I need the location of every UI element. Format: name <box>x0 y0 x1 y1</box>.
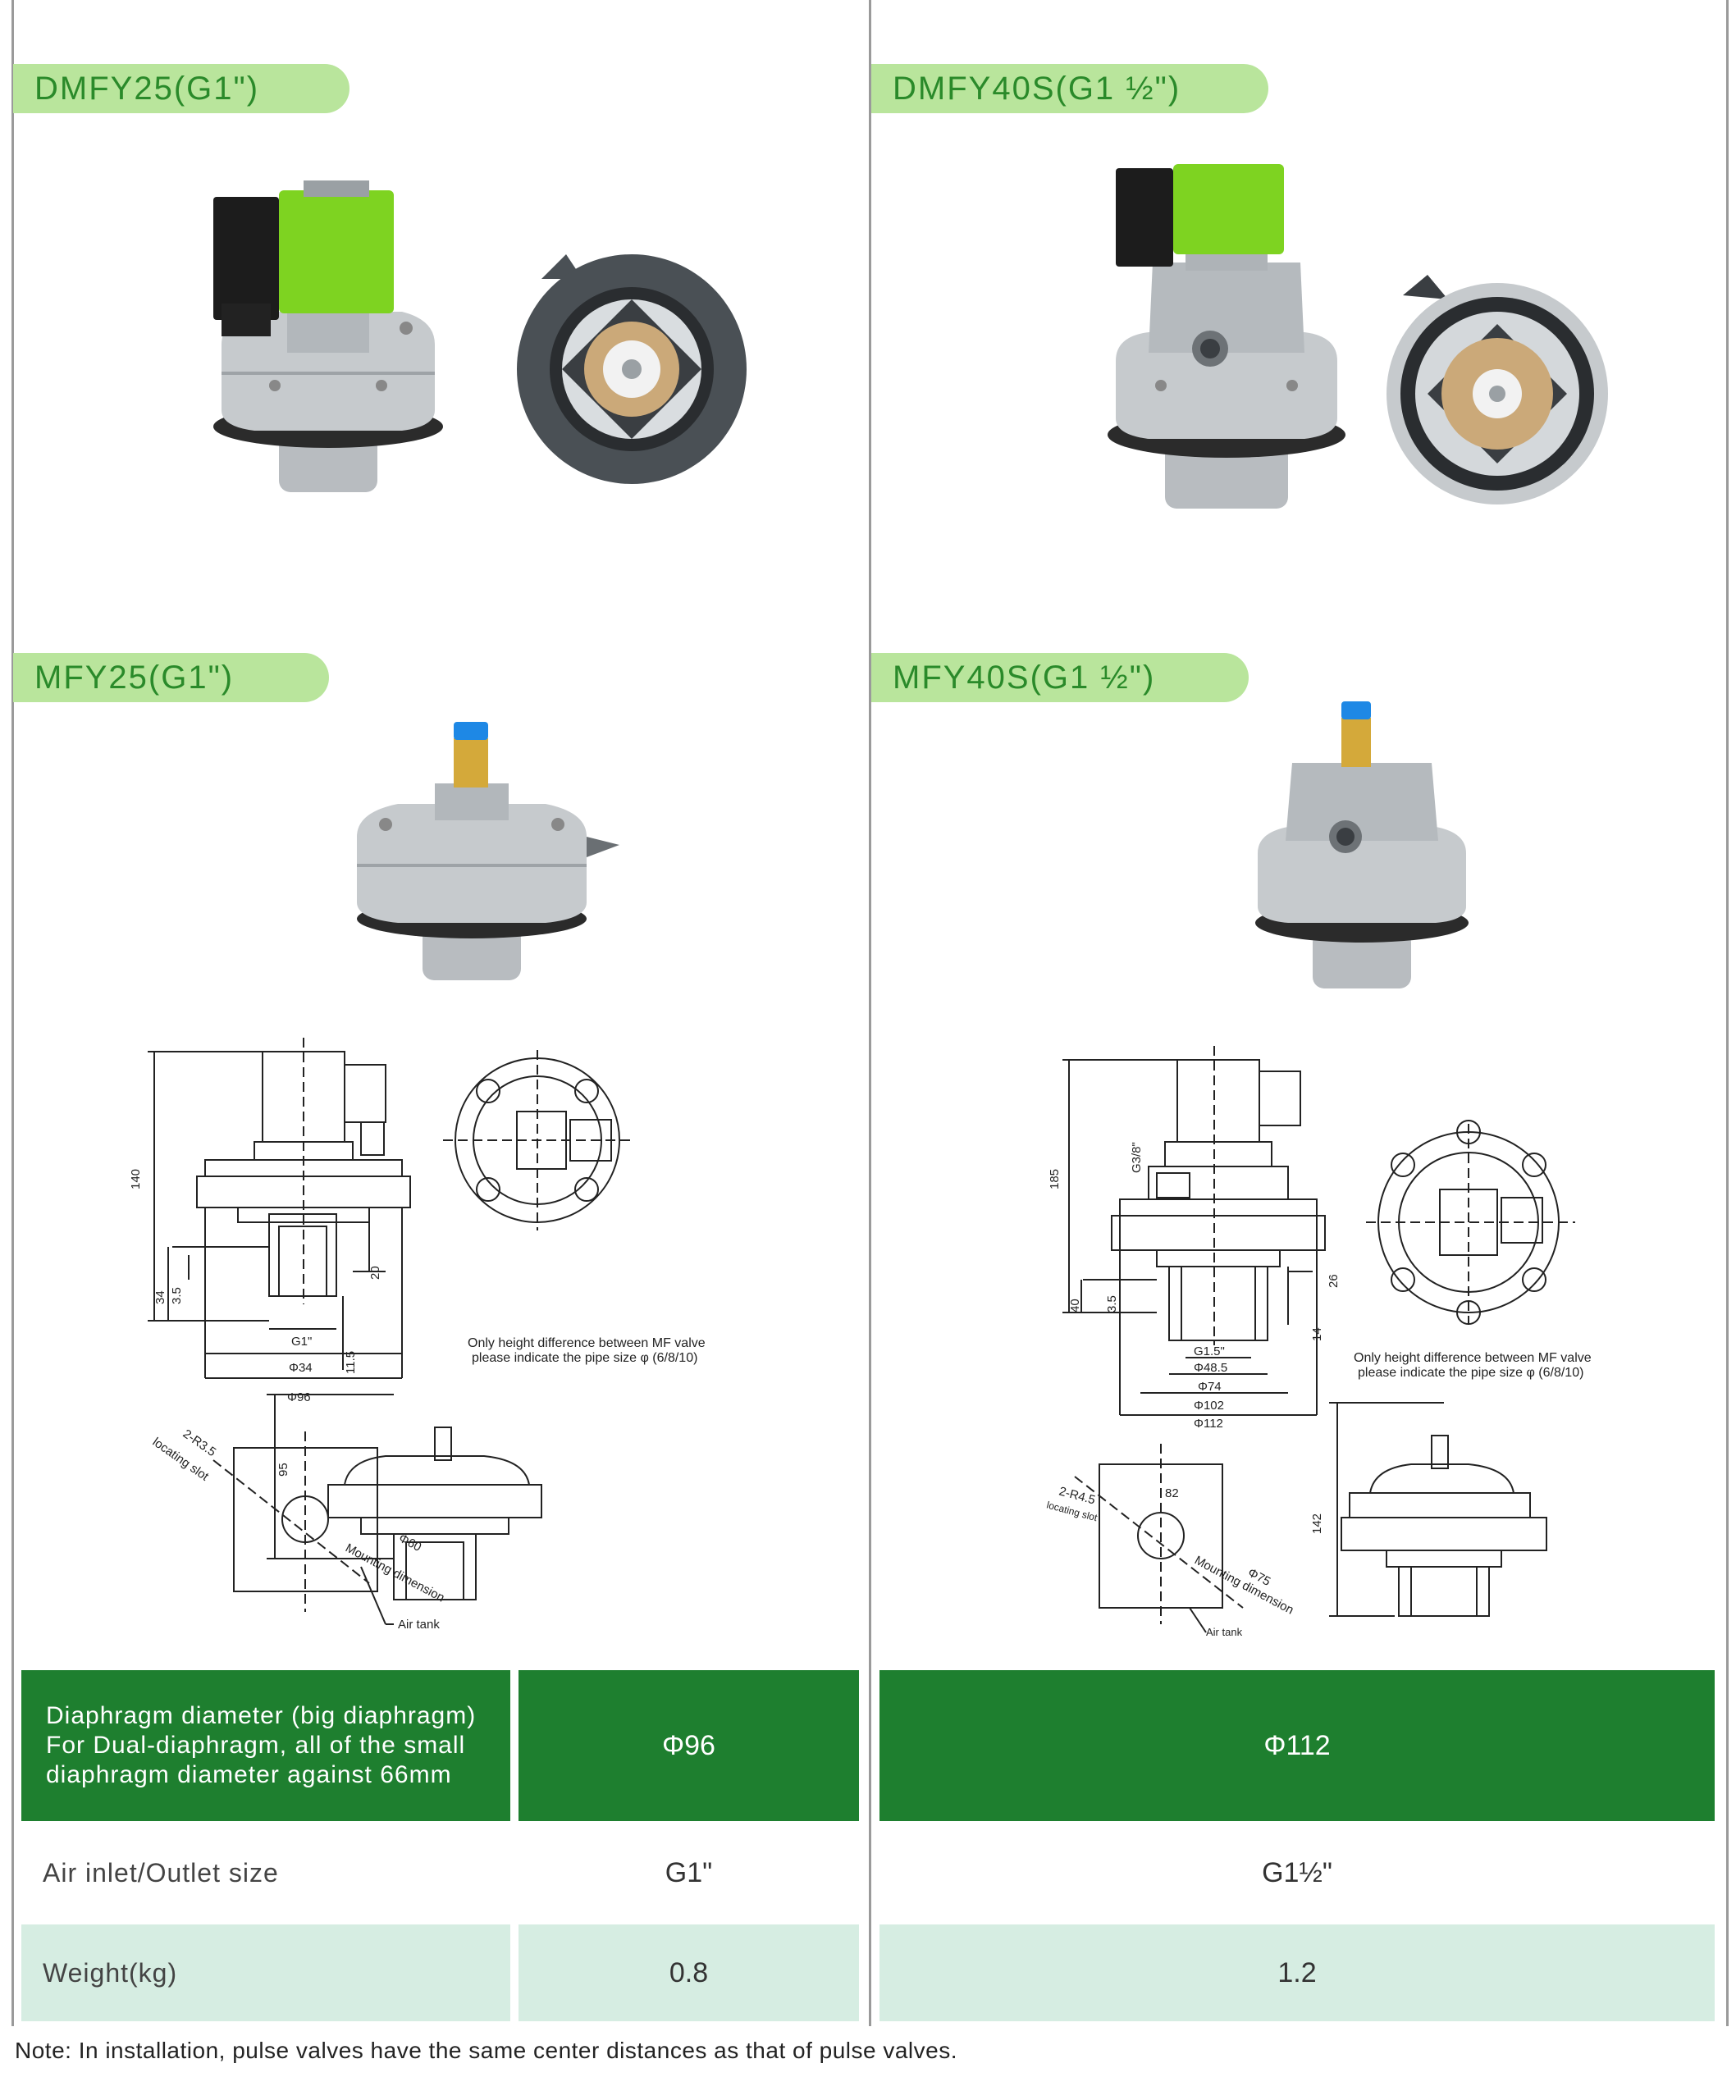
product-tag-mfy25: MFY25(G1") <box>13 653 329 702</box>
dim-34: 34 <box>153 1290 167 1304</box>
mount-label: Mounting dimension <box>343 1541 447 1605</box>
diaphragm-label: Diaphragm diameter (big diaphragm) For D… <box>46 1670 505 1821</box>
weight-label-cell <box>21 1924 510 2021</box>
air-tank-label: Air tank <box>1206 1626 1243 1638</box>
center-divider-line <box>869 0 871 2026</box>
dim-g3-8: G3/8" <box>1130 1142 1144 1173</box>
dim-phi48-5: Φ48.5 <box>1194 1361 1227 1375</box>
diaphragm-left-cell <box>519 1670 859 1821</box>
weight-right-value: 1.2 <box>1277 1956 1317 1988</box>
dim-26: 26 <box>1327 1274 1341 1288</box>
dim-185: 185 <box>1048 1169 1062 1189</box>
dim-95: 95 <box>276 1463 290 1477</box>
weight-label: Weight(kg) <box>43 1957 178 1988</box>
dim-40: 40 <box>1068 1299 1082 1312</box>
dim-g1: G1" <box>291 1335 312 1349</box>
diaphragm-label-line-1: Diaphragm diameter (big diaphragm) <box>46 1702 477 1729</box>
weight-left-value: 0.8 <box>669 1956 709 1988</box>
mfy25-technical-drawing: 140 34 3.5 20 G1" Φ34 11.5 Φ96 Only heig… <box>129 1038 706 1632</box>
mf-note-line-1: Only height difference between MF valve <box>468 1336 706 1350</box>
diaphragm-right-value: Φ112 <box>1263 1729 1331 1761</box>
dim-11-5: 11.5 <box>344 1351 358 1374</box>
diaphragm-right-cell <box>879 1670 1715 1821</box>
dmfy40s-diaphragm-view <box>1387 275 1608 504</box>
dim-20: 20 <box>368 1266 382 1280</box>
product-tag-mfy40s: MFY40S(G1 ½") <box>871 653 1249 702</box>
weight-right-cell <box>879 1924 1715 2021</box>
product-tag-dmfy40s: DMFY40S(G1 ½") <box>871 64 1268 113</box>
product-tag-dmfy25: DMFY25(G1") <box>13 64 349 113</box>
mf-note-line-2: please indicate the pipe size φ (6/8/10) <box>1358 1366 1583 1380</box>
diaphragm-label-line-3: diaphragm diameter against 66mm <box>46 1761 452 1788</box>
dim-phi102: Φ102 <box>1194 1399 1224 1413</box>
mfy40s-technical-drawing: 185 G3/8" 40 3.5 26 14 G1.5" Φ48.5 Φ74 Φ… <box>1045 1046 1592 1638</box>
dim-142: 142 <box>1310 1513 1324 1534</box>
right-border-line <box>1726 0 1729 2026</box>
inlet-right-value: G1½" <box>1262 1856 1332 1888</box>
air-tank-label: Air tank <box>398 1618 440 1632</box>
mf-note-line-1: Only height difference between MF valve <box>1354 1351 1592 1365</box>
dim-140: 140 <box>129 1169 143 1189</box>
dim-phi74: Φ74 <box>1198 1380 1222 1394</box>
installation-note: Note: In installation, pulse valves have… <box>15 2038 957 2063</box>
dmfy25-diaphragm-view <box>517 254 747 484</box>
diaphragm-left-value: Φ96 <box>662 1729 715 1761</box>
diaphragm-label-cell <box>21 1670 510 1821</box>
mfy25-valve-photo <box>357 722 619 980</box>
dim-g1-5: G1.5" <box>1194 1344 1225 1358</box>
inlet-label: Air inlet/Outlet size <box>43 1857 279 1888</box>
mf-note-line-2: please indicate the pipe size φ (6/8/10) <box>472 1351 697 1365</box>
left-border-line <box>11 0 14 2026</box>
dmfy25-valve-photo <box>213 180 443 492</box>
dim-phi112: Φ112 <box>1194 1417 1223 1431</box>
dim-82: 82 <box>1165 1486 1179 1500</box>
inlet-left-value: G1" <box>665 1856 713 1888</box>
dmfy40s-valve-photo <box>1108 164 1345 509</box>
dim-3-5: 3.5 <box>170 1287 184 1304</box>
dim-phi34: Φ34 <box>289 1361 313 1375</box>
dim-phi96: Φ96 <box>287 1390 311 1404</box>
mfy40s-valve-photo <box>1255 701 1469 988</box>
dim-3-5: 3.5 <box>1105 1295 1119 1312</box>
diaphragm-label-line-2: For Dual-diaphragm, all of the small <box>46 1732 466 1759</box>
weight-left-cell <box>519 1924 859 2021</box>
dim-14: 14 <box>1310 1327 1324 1341</box>
